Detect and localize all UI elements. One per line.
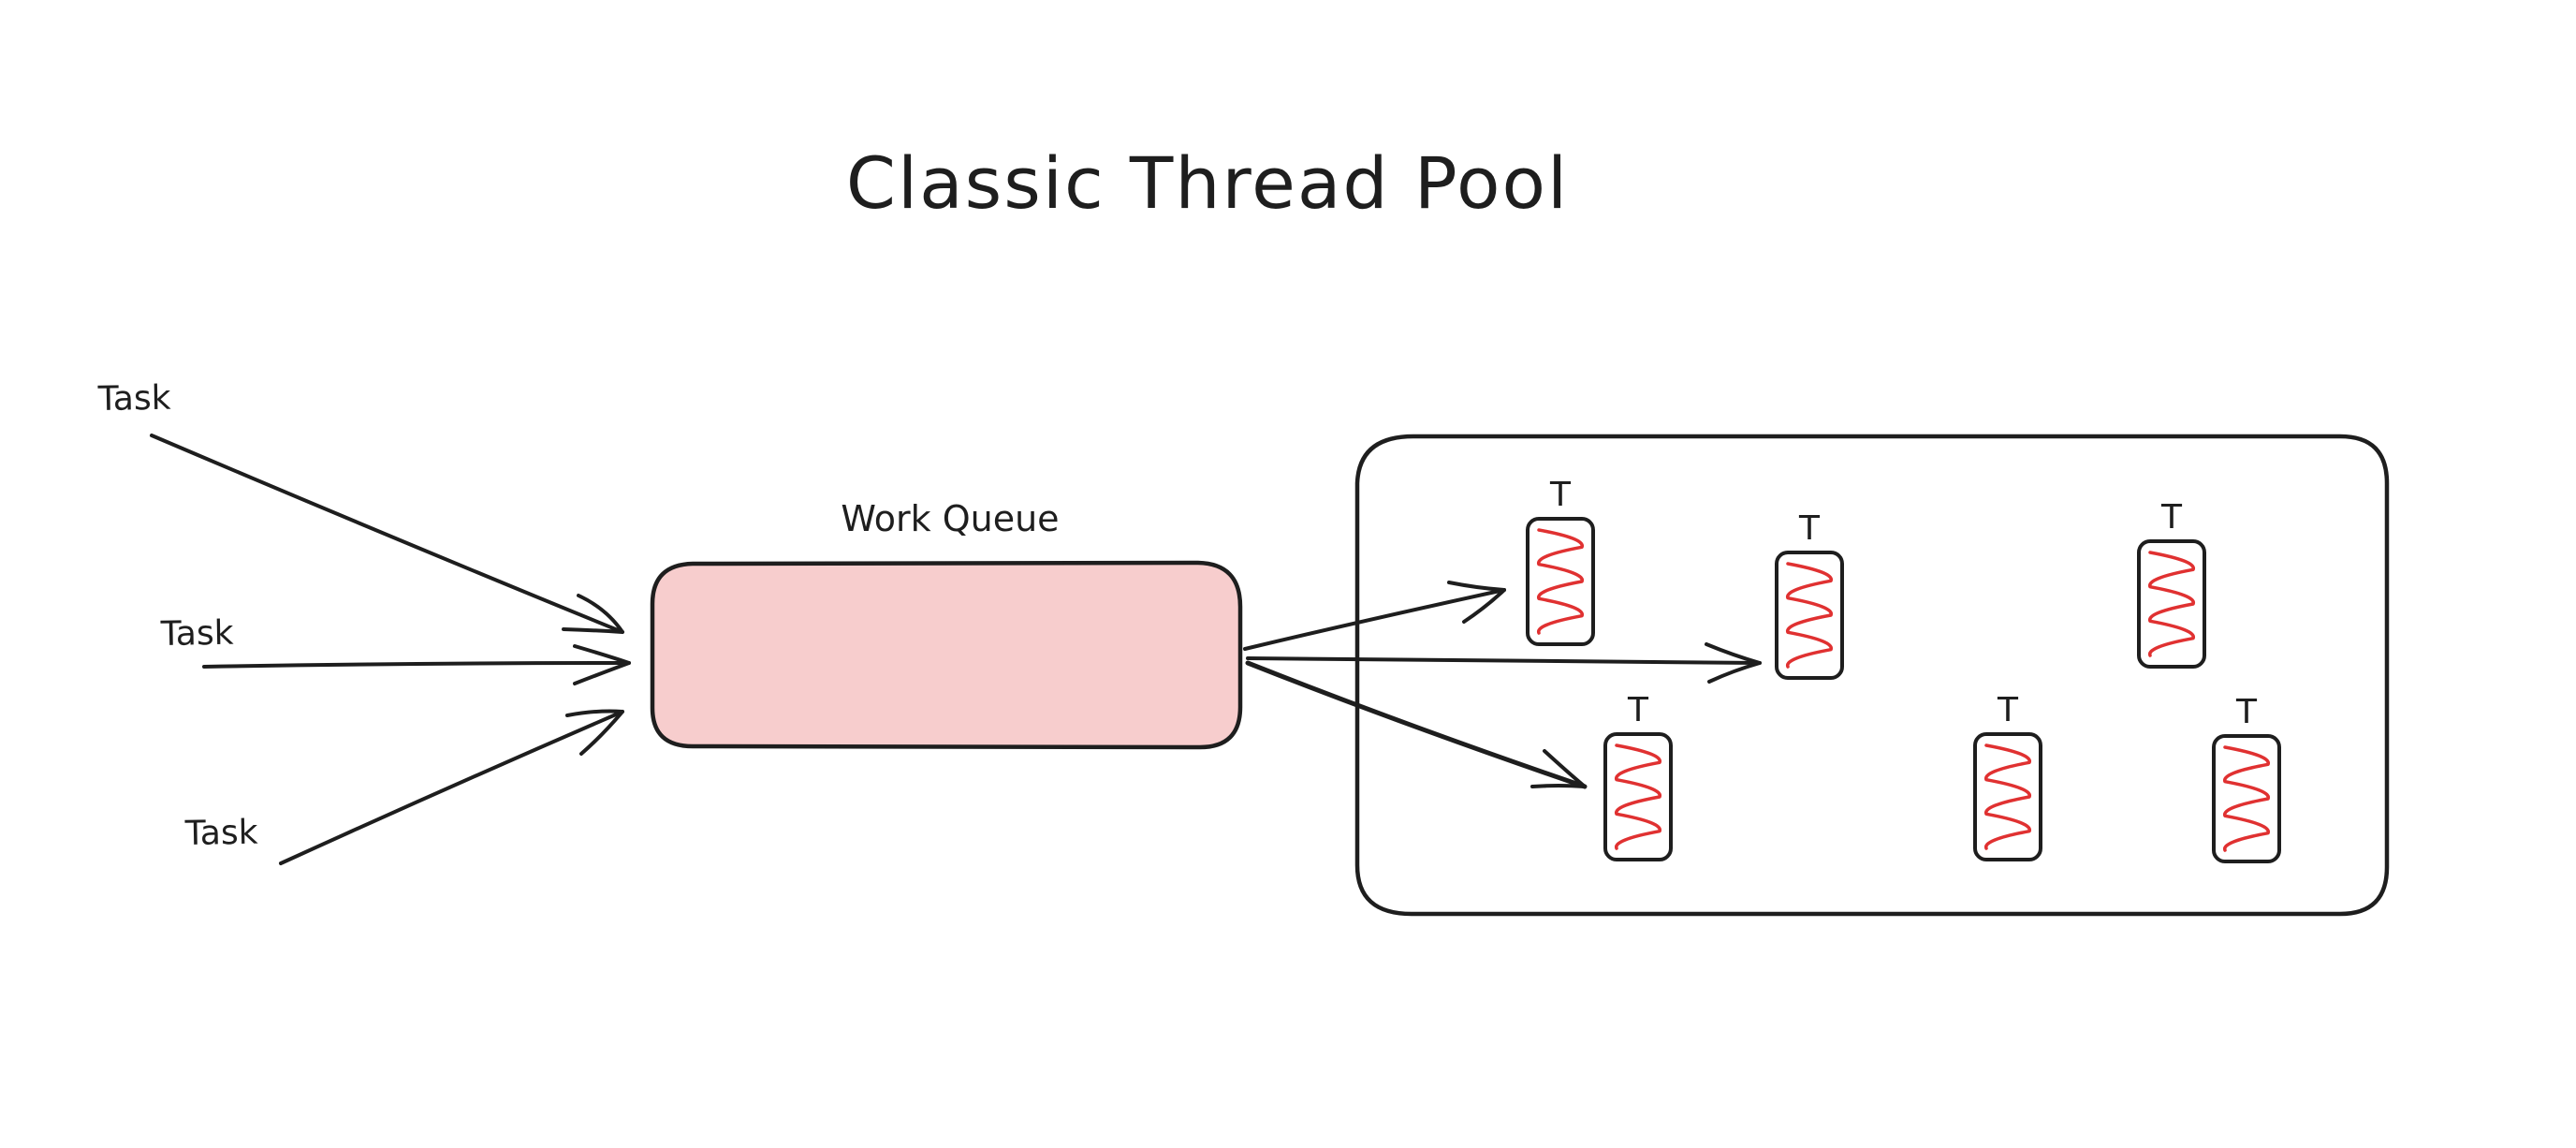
thread-wave	[1615, 743, 1661, 850]
thread-label: T	[1798, 509, 1821, 548]
thread-6: T	[2212, 693, 2281, 863]
thread-label: T	[2235, 693, 2258, 731]
work-queue-label: Work Queue	[841, 498, 1059, 539]
thread-label: T	[1549, 476, 1572, 514]
thread-capsule	[1775, 551, 1844, 680]
thread-wave	[2148, 551, 2195, 657]
dispatch-arrow-2	[1246, 642, 1762, 684]
threads-layer: T T T T T T	[1526, 476, 2281, 863]
thread-capsule	[2137, 539, 2206, 669]
thread-label: T	[2160, 498, 2183, 537]
task-label-2: Task	[159, 614, 234, 654]
task-label-3: Task	[183, 814, 258, 853]
thread-capsule	[1603, 732, 1673, 861]
thread-wave	[1537, 528, 1584, 635]
thread-capsule	[1973, 732, 2042, 861]
thread-capsule	[2212, 734, 2281, 863]
task-arrow-3	[279, 709, 624, 865]
thread-wave	[1984, 743, 2031, 850]
thread-label: T	[1997, 691, 2019, 729]
thread-1: T	[1526, 476, 1595, 646]
diagram-title: Classic Thread Pool	[846, 141, 1569, 225]
task-arrow-2	[202, 644, 631, 685]
task-arrow-1	[150, 434, 624, 634]
thread-pool-container	[1354, 434, 2390, 917]
dispatch-arrow-1	[1243, 581, 1506, 651]
thread-4: T	[1603, 691, 1673, 861]
dispatch-arrow-3	[1245, 660, 1588, 789]
thread-capsule	[1526, 517, 1595, 646]
task-label-1: Task	[96, 379, 171, 419]
thread-wave	[2223, 745, 2270, 852]
thread-wave	[1786, 562, 1833, 669]
thread-label: T	[1627, 691, 1649, 729]
thread-2: T	[1775, 509, 1844, 680]
thread-5: T	[1973, 691, 2042, 861]
work-queue-box	[650, 560, 1243, 750]
thread-3: T	[2137, 498, 2206, 669]
